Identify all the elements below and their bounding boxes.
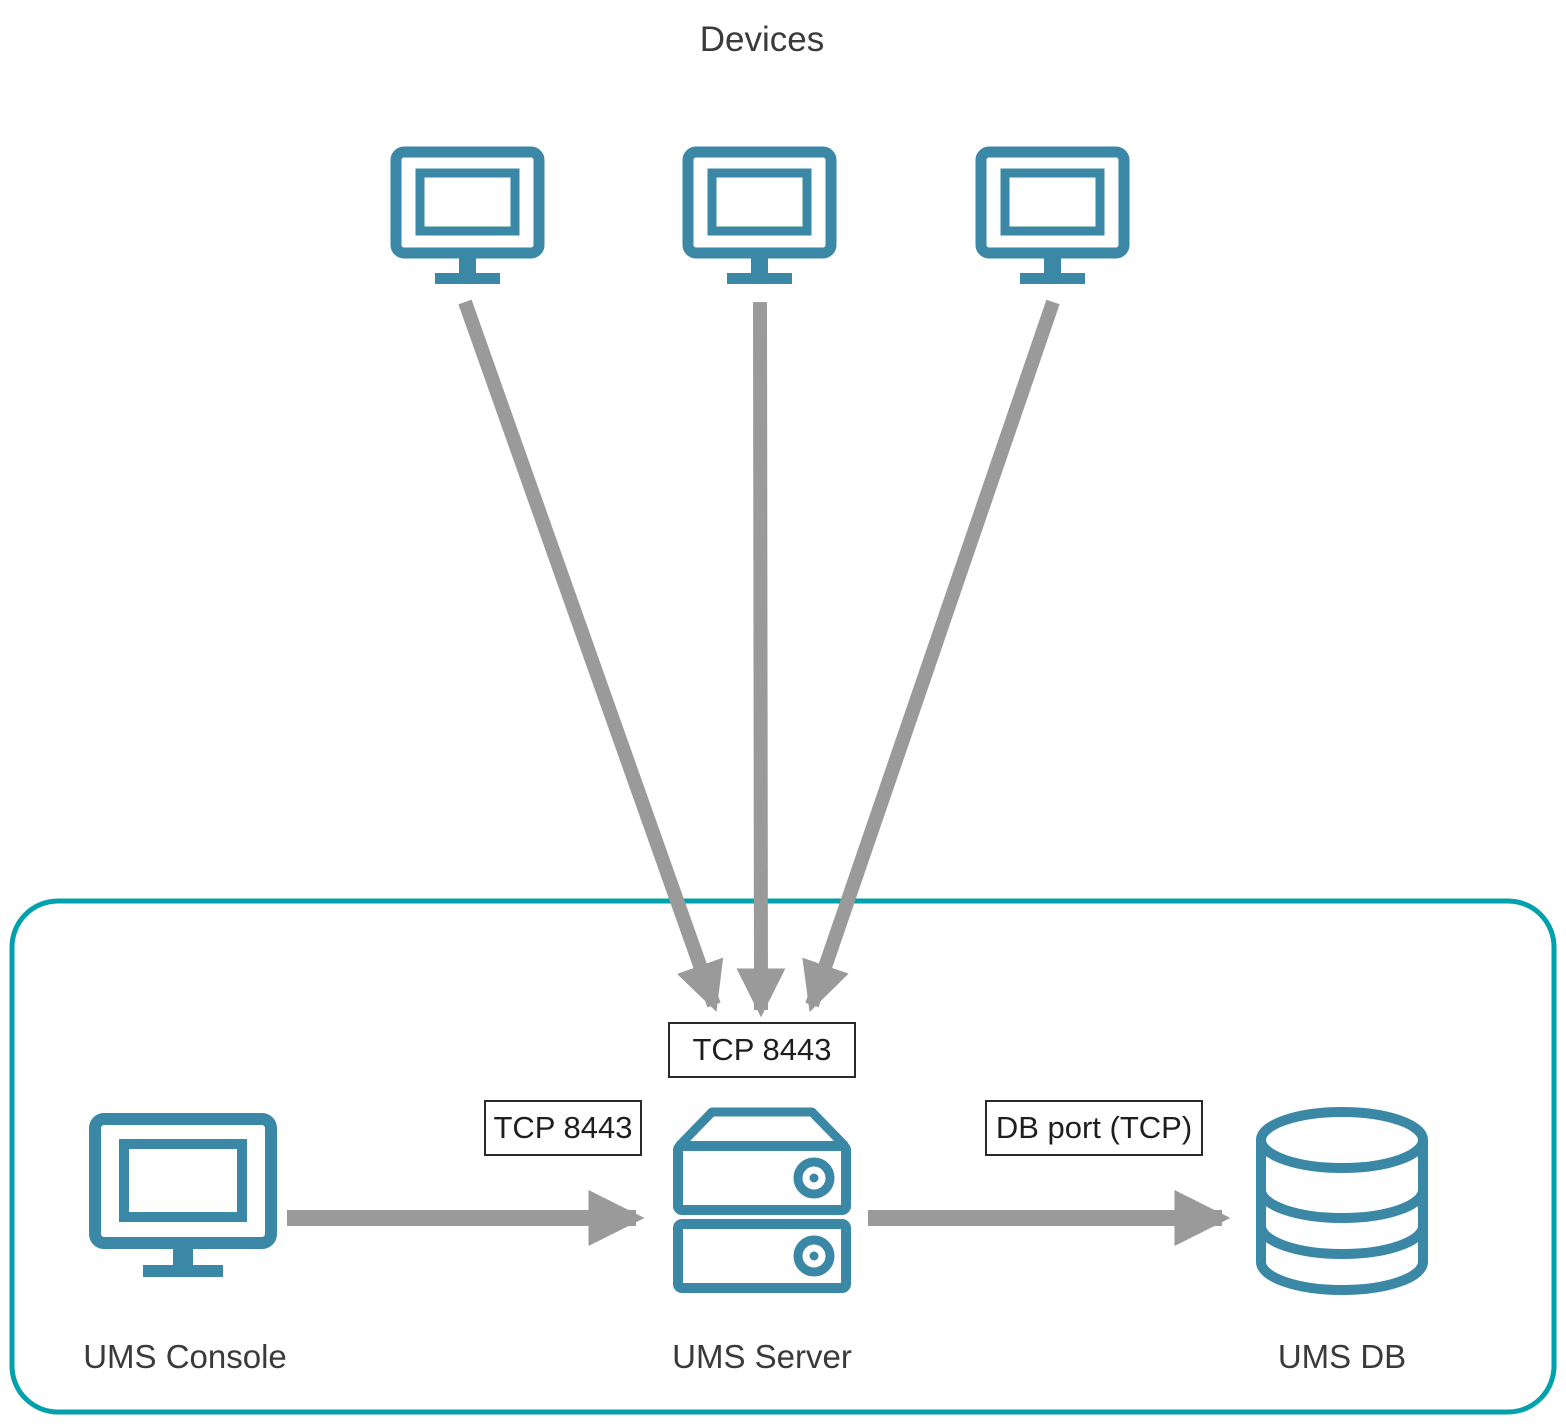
port-label-server-to-db: DB port (TCP) xyxy=(985,1100,1203,1156)
ums-console-label: UMS Console xyxy=(83,1338,287,1375)
ums-server-label: UMS Server xyxy=(672,1338,852,1375)
port-label-devices-to-server: TCP 8443 xyxy=(668,1022,856,1078)
ums-db-label: UMS DB xyxy=(1277,1338,1407,1375)
ums-db-icon xyxy=(1256,1107,1428,1295)
arrow-device1-to-server xyxy=(458,299,724,1012)
device-monitor-icon xyxy=(390,146,545,284)
arrow-device2-to-server xyxy=(736,301,786,1018)
port-label-console-to-server: TCP 8443 xyxy=(484,1100,642,1156)
arrow-device3-to-server xyxy=(802,299,1060,1012)
device-monitor-icon xyxy=(975,146,1130,284)
ums-boundary-box xyxy=(9,898,1557,1415)
ums-server-icon xyxy=(673,1107,851,1293)
ums-console-icon xyxy=(89,1113,277,1277)
devices-group-title: Devices xyxy=(699,20,825,59)
device-monitor-icon xyxy=(682,146,837,284)
